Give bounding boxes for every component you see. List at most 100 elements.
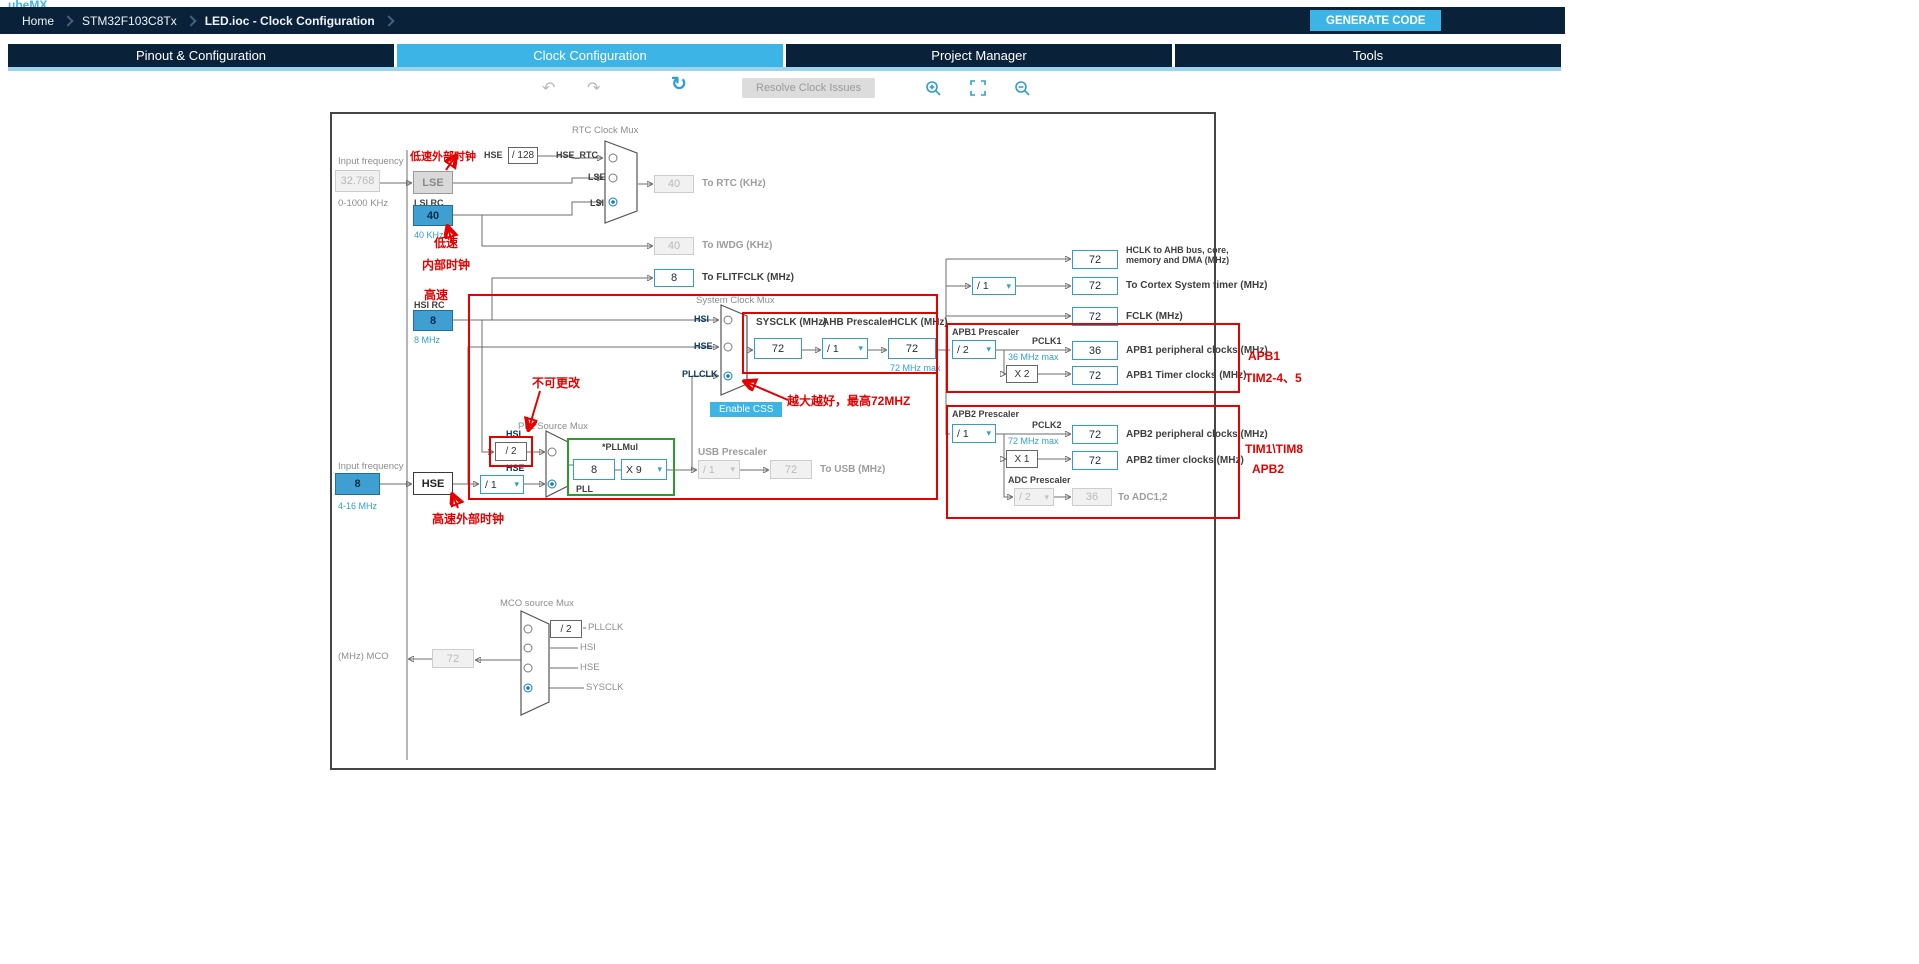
hse-source-box: HSE	[413, 472, 453, 495]
apb2-prescaler-title: APB2 Prescaler	[952, 409, 1019, 419]
pll-hsi-div2-box: / 2	[495, 442, 527, 461]
hclk-value[interactable]: 72	[888, 338, 936, 359]
lse-input-range-label: 0-1000 KHz	[338, 198, 388, 209]
mco-mux-radio-hsi[interactable]	[524, 644, 532, 652]
pllmul-label: *PLLMul	[602, 442, 638, 452]
hse-prediv-dropdown[interactable]: / 1 ▾	[480, 475, 524, 494]
note-apb1: APB1	[1248, 349, 1280, 363]
adc-prescaler-value: / 2	[1019, 491, 1031, 503]
apb1-prescaler-title: APB1 Prescaler	[952, 327, 1019, 337]
zoom-out-icon[interactable]	[1014, 80, 1031, 97]
hclk-ahb-value: 72	[1072, 250, 1118, 269]
pll-hse-label: HSE	[506, 463, 525, 473]
note-pll-fixed: 不可更改	[532, 374, 580, 391]
system-clock-mux[interactable]	[720, 304, 748, 396]
hsi-rc-value: 8	[413, 310, 453, 331]
mco-mux-radio-pllclk[interactable]	[524, 625, 532, 633]
chevron-down-icon: ▾	[986, 429, 991, 438]
to-rtc-value: 40	[654, 175, 694, 193]
apb2-prescaler-dropdown[interactable]: / 1 ▾	[952, 424, 996, 443]
sysmux-radio-hse[interactable]	[724, 343, 732, 351]
cortex-timer-label: To Cortex System timer (MHz)	[1126, 280, 1268, 291]
rtc-mux-radio-hse-rtc[interactable]	[609, 154, 617, 162]
pll-hsi-label: HSI	[506, 429, 521, 439]
main-tabs: Pinout & Configuration Clock Configurati…	[8, 44, 1561, 67]
to-usb-label: To USB (MHz)	[820, 464, 885, 475]
tab-tools[interactable]: Tools	[1175, 44, 1561, 67]
apb1-peripheral-value: 36	[1072, 341, 1118, 360]
to-iwdg-label: To IWDG (KHz)	[702, 240, 772, 251]
generate-code-button[interactable]: GENERATE CODE	[1310, 10, 1441, 31]
rtc-mux-radio-lse[interactable]	[609, 174, 617, 182]
apb1-prescaler-value: / 2	[957, 344, 969, 356]
tab-project-manager[interactable]: Project Manager	[786, 44, 1172, 67]
note-apb1-tim: TIM2-4、5	[1245, 369, 1302, 386]
apb1-prescaler-dropdown[interactable]: / 2 ▾	[952, 340, 996, 359]
resolve-clock-issues-button[interactable]: Resolve Clock Issues	[742, 78, 875, 98]
hsi-frequency-label: 8 MHz	[414, 335, 440, 345]
chevron-down-icon: ▾	[1006, 282, 1011, 291]
mco-source-mux[interactable]	[520, 610, 550, 716]
zoom-fit-icon[interactable]	[970, 80, 986, 96]
mco-source-mux-title: MCO source Mux	[500, 598, 574, 609]
chevron-down-icon: ▾	[657, 465, 662, 474]
chevron-down-icon: ▾	[1044, 493, 1049, 502]
note-sysclk: 越大越好，最高72MHZ	[787, 392, 910, 409]
rtc-clock-mux[interactable]	[604, 140, 638, 224]
breadcrumb-home[interactable]: Home	[12, 14, 64, 28]
lse-input-frequency-value: 32.768	[335, 170, 380, 192]
tab-pinout-configuration[interactable]: Pinout & Configuration	[8, 44, 394, 67]
cubemx-logo-text: ubeMX	[8, 0, 47, 7]
zoom-in-icon[interactable]	[925, 80, 942, 97]
rtc-hse-div128-box: / 128	[508, 147, 538, 164]
rtc-hse-label: HSE	[484, 150, 503, 160]
pclk2-label: PCLK2	[1032, 420, 1062, 430]
mco-hse-label: HSE	[580, 662, 600, 673]
hse-input-frequency-value[interactable]: 8	[335, 473, 380, 495]
pclk1-label: PCLK1	[1032, 336, 1062, 346]
pllmux-radio-hsi[interactable]	[548, 448, 556, 456]
ahb-prescaler-label: AHB Prescaler	[822, 317, 891, 328]
pll-source-mux[interactable]	[545, 430, 569, 498]
hclk-max-label: 72 MHz max	[890, 363, 941, 373]
enable-css-button[interactable]: Enable CSS	[710, 402, 782, 417]
sysmux-radio-hsi[interactable]	[724, 316, 732, 324]
mco-mux-radio-hse[interactable]	[524, 664, 532, 672]
ahb-prescaler-dropdown[interactable]: / 1 ▾	[822, 338, 868, 359]
note-hsi: 高速	[424, 286, 448, 303]
sysclk-value[interactable]: 72	[754, 338, 802, 359]
mco-pllclk-label: PLLCLK	[588, 622, 623, 633]
breadcrumb: Home STM32F103C8Tx LED.ioc - Clock Confi…	[0, 7, 1565, 34]
sysmux-pllclk-label: PLLCLK	[682, 369, 718, 379]
to-rtc-label: To RTC (KHz)	[702, 178, 766, 189]
fclk-value: 72	[1072, 307, 1118, 326]
breadcrumb-mcu[interactable]: STM32F103C8Tx	[72, 14, 187, 28]
usb-prescaler-value: / 1	[703, 464, 715, 476]
apb2-timer-label: APB2 timer clocks (MHz)	[1126, 455, 1244, 466]
cortex-timer-value: 72	[1072, 277, 1118, 295]
chevron-down-icon: ▾	[730, 465, 735, 474]
fclk-label: FCLK (MHz)	[1126, 311, 1183, 322]
refresh-button[interactable]: ↻	[671, 74, 687, 96]
undo-button[interactable]: ↶	[542, 78, 555, 100]
ahb-prescaler-value: / 1	[827, 343, 839, 355]
lse-source-box: LSE	[413, 171, 453, 194]
apb2-x1-box: X 1	[1006, 450, 1038, 468]
adc-prescaler-dropdown[interactable]: / 2 ▾	[1014, 488, 1054, 506]
adc-prescaler-title: ADC Prescaler	[1008, 475, 1071, 485]
usb-prescaler-dropdown: / 1 ▾	[698, 460, 740, 479]
to-iwdg-value: 40	[654, 237, 694, 255]
redo-button[interactable]: ↷	[587, 78, 600, 100]
sysmux-hsi-label: HSI	[694, 314, 709, 324]
to-flitfclk-value: 8	[654, 269, 694, 287]
pllmul-dropdown[interactable]: X 9 ▾	[621, 459, 667, 480]
note-lsi-a: 低速	[434, 234, 458, 251]
note-hse: 高速外部时钟	[432, 510, 504, 527]
tab-clock-configuration[interactable]: Clock Configuration	[397, 44, 783, 67]
rtc-clock-mux-title: RTC Clock Mux	[572, 125, 638, 136]
mco-output-label: (MHz) MCO	[338, 651, 389, 662]
mco-value: 72	[432, 649, 474, 668]
cortex-prescaler-dropdown[interactable]: / 1 ▾	[972, 277, 1016, 295]
apb2-peripheral-value: 72	[1072, 425, 1118, 444]
